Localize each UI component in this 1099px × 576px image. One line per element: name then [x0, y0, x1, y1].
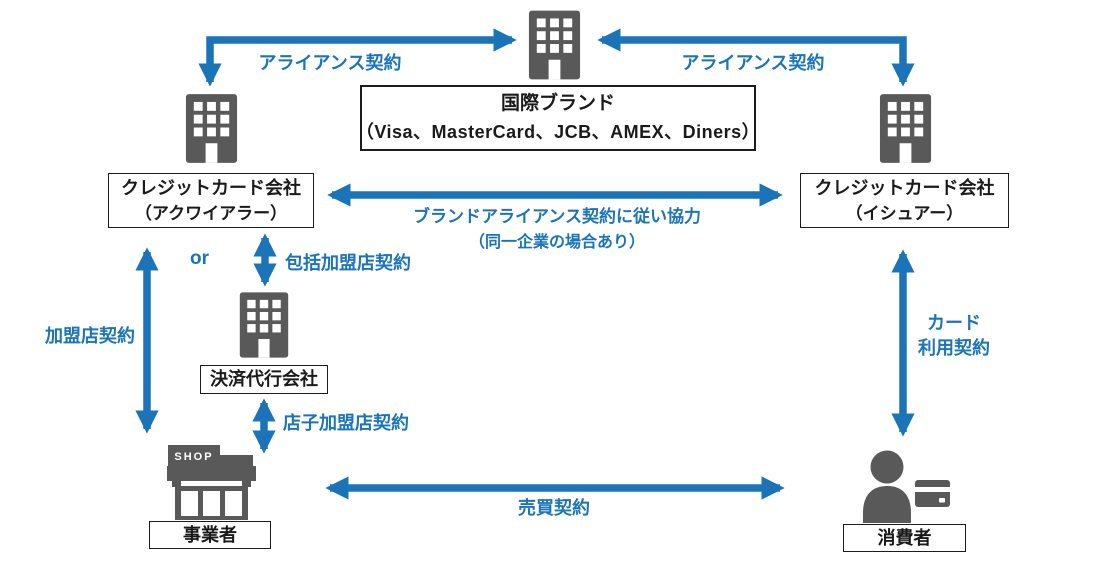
card-usage-line1: カード — [927, 313, 981, 333]
brand-coop-line2: （同一企業の場合あり） — [468, 234, 645, 251]
shop-sign-label: SHOP — [174, 451, 213, 463]
node-international-brand: 国際ブランド （Visa、MasterCard、JCB、AMEX、Diners） — [356, 85, 760, 151]
brand-coop-line1: ブランドアライアンス契約に従い協力 — [413, 207, 701, 226]
acquirer-line2: （アクワイアラー） — [134, 203, 288, 223]
merchant-label: 事業者 — [183, 524, 237, 545]
psp-label: 決済代行会社 — [210, 369, 318, 389]
building-icon-brand — [528, 10, 581, 80]
label-sales-contract: 売買契約 — [518, 498, 590, 518]
label-alliance-right: アライアンス契約 — [681, 53, 825, 73]
label-card-usage: カード 利用契約 — [890, 311, 1018, 361]
node-issuer: クレジットカード会社 （イシュアー） — [800, 173, 1009, 228]
node-consumer: 消費者 — [843, 524, 966, 552]
building-icon-acquirer — [185, 94, 238, 163]
arrow-alliance-right — [597, 28, 915, 87]
label-bulk-merchant: 包括加盟店契約 — [285, 253, 411, 273]
node-psp: 決済代行会社 — [200, 365, 328, 394]
label-brand-cooperation: ブランドアライアンス契約に従い協力 （同一企業の場合あり） — [377, 204, 737, 256]
card-usage-line2: 利用契約 — [918, 338, 990, 358]
acquirer-line1: クレジットカード会社 — [121, 177, 301, 198]
brand-list: （Visa、MasterCard、JCB、AMEX、Diners） — [355, 122, 761, 142]
label-alliance-left: アライアンス契約 — [258, 53, 402, 73]
node-acquirer: クレジットカード会社 （アクワイアラー） — [108, 173, 314, 228]
label-merchant-contract: 加盟店契約 — [45, 326, 135, 346]
issuer-line2: （イシュアー） — [845, 203, 964, 223]
node-merchant: 事業者 — [149, 521, 271, 549]
shop-icon: SHOP — [167, 445, 256, 520]
consumer-card-icon — [863, 450, 950, 523]
brand-title: 国際ブランド — [500, 93, 615, 114]
issuer-line1: クレジットカード会社 — [814, 177, 995, 198]
arrow-alliance-left — [198, 28, 517, 87]
building-icon-issuer — [879, 94, 932, 163]
consumer-label: 消費者 — [877, 527, 932, 548]
label-tenant-merchant: 店子加盟店契約 — [283, 413, 409, 433]
building-icon-psp — [239, 292, 289, 358]
label-or: or — [190, 248, 209, 269]
